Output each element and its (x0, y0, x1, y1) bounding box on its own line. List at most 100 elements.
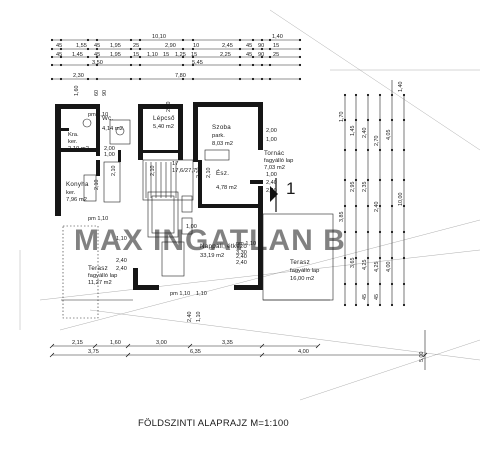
dimension-tick (402, 230, 406, 234)
top-dim: 1,25 (175, 52, 186, 58)
dimension-tick (129, 47, 133, 51)
dimension-tick (138, 55, 142, 59)
dimension-tick (50, 63, 54, 67)
dimension-tick (378, 178, 382, 182)
watermark: MAX INGATLAN B (74, 224, 346, 257)
right-dim: 4,25 (374, 262, 380, 273)
dimension-tick (59, 55, 63, 59)
dimension-tick (181, 77, 185, 81)
dimension-tick (260, 38, 264, 42)
dimension-tick (191, 38, 195, 42)
bottom-dim: 5,00 (419, 352, 425, 363)
top-dim: 1,55 (76, 43, 87, 49)
dimension-tick (191, 47, 195, 51)
dimension-tick (366, 93, 370, 97)
room-area-tornac: 7,03 m2 (264, 165, 285, 171)
dimension-tick (366, 178, 370, 182)
dimension-tick (390, 204, 394, 208)
dimension-tick (129, 63, 133, 67)
top-dim-total: 10,10 (152, 34, 166, 40)
interior-dim: 2,00 (104, 146, 115, 152)
dimension-tick (390, 148, 394, 152)
right-dim: 4,05 (386, 130, 392, 141)
dimension-tick (354, 204, 358, 208)
room-area-lepcso: 5,40 m2 (153, 124, 174, 130)
dimension-tick (366, 303, 370, 307)
interior-dim: 2,40 (116, 266, 127, 272)
top-dim: 45 (246, 52, 252, 58)
dimension-tick (251, 47, 255, 51)
room-area-kamra: 2,10 m2 (68, 146, 89, 152)
dimension-tick (402, 282, 406, 286)
bottom-dim: 3,35 (222, 340, 233, 346)
dimension-tick (378, 256, 382, 260)
dimension-tick (95, 77, 99, 81)
dimension-tick (50, 38, 54, 42)
dimension-tick (86, 38, 90, 42)
dimension-tick (390, 178, 394, 182)
interior-dim: 2,10 (206, 168, 212, 179)
dimension-tick (138, 47, 142, 51)
dimension-tick (343, 93, 347, 97)
interior-dim: 2,10 (150, 166, 156, 177)
dimension-tick (181, 38, 185, 42)
dimension-tick (378, 204, 382, 208)
interior-dim: 2,10 (111, 166, 117, 177)
dimension-tick (298, 47, 302, 51)
dimension-tick (59, 63, 63, 67)
dimension-tick (268, 38, 272, 42)
interior-dim: 2,40 (236, 260, 247, 266)
right-dim: 1,70 (339, 112, 345, 123)
room-name-nappali: Nappali, étkező (200, 243, 247, 250)
dimension-tick (129, 77, 133, 81)
dimension-tick (138, 38, 142, 42)
interior-dim: pm 1,10 (88, 112, 108, 118)
bottom-dim: 6,35 (190, 349, 201, 355)
room-extra-konyha: ker. (66, 190, 76, 196)
bottom-dim: 1,60 (110, 340, 121, 346)
room-name-tornac: Tornác (264, 150, 284, 157)
dimension-tick (378, 93, 382, 97)
top-dim: 15 (163, 52, 169, 58)
room-name-konyha: Konyha (66, 181, 89, 188)
interior-dim: 1,00 (266, 137, 277, 143)
dimension-tick (366, 204, 370, 208)
top-dim: 25 (133, 43, 139, 49)
room-area-wc: 4,14 m2 (102, 126, 123, 132)
dimension-tick (181, 63, 185, 67)
right-dim: 2,95 (350, 182, 356, 193)
bottom-dim: 4,00 (298, 349, 309, 355)
dimension-tick (92, 343, 98, 349)
dimension-tick (181, 47, 185, 51)
interior-dim: 1,10 (116, 236, 127, 242)
right-dim: 45 (374, 294, 380, 300)
right-dim: 2,40 (374, 202, 380, 213)
dimension-tick (390, 230, 394, 234)
dimension-tick (238, 47, 242, 51)
dimension-tick (390, 256, 394, 260)
dimension-tick (354, 178, 358, 182)
room-name-eloter: Ész. (216, 170, 229, 177)
top-dim: 45 (56, 52, 62, 58)
dimension-tick (390, 282, 394, 286)
top-dim: 45 (246, 43, 252, 49)
interior-dim: pm 1,10 (170, 291, 190, 297)
dimension-tick (354, 118, 358, 122)
dimension-tick (86, 47, 90, 51)
dimension-tick (251, 38, 255, 42)
dimension-tick (402, 303, 406, 307)
bottom-dim: 3,75 (88, 349, 99, 355)
right-dim: 4,00 (386, 262, 392, 273)
dimension-tick (343, 148, 347, 152)
dimension-tick (354, 93, 358, 97)
dimension-tick (343, 204, 347, 208)
dimension-tick (129, 55, 133, 59)
section-marker-label: 1 (286, 179, 295, 198)
room-extra-terasz1: fagyálló lap (88, 273, 117, 279)
dimension-tick (402, 93, 406, 97)
dimension-tick (366, 148, 370, 152)
interior-dim: 1,10 (196, 312, 202, 323)
dimension-tick (138, 63, 142, 67)
room-name-kamra: Kra. (68, 132, 79, 138)
